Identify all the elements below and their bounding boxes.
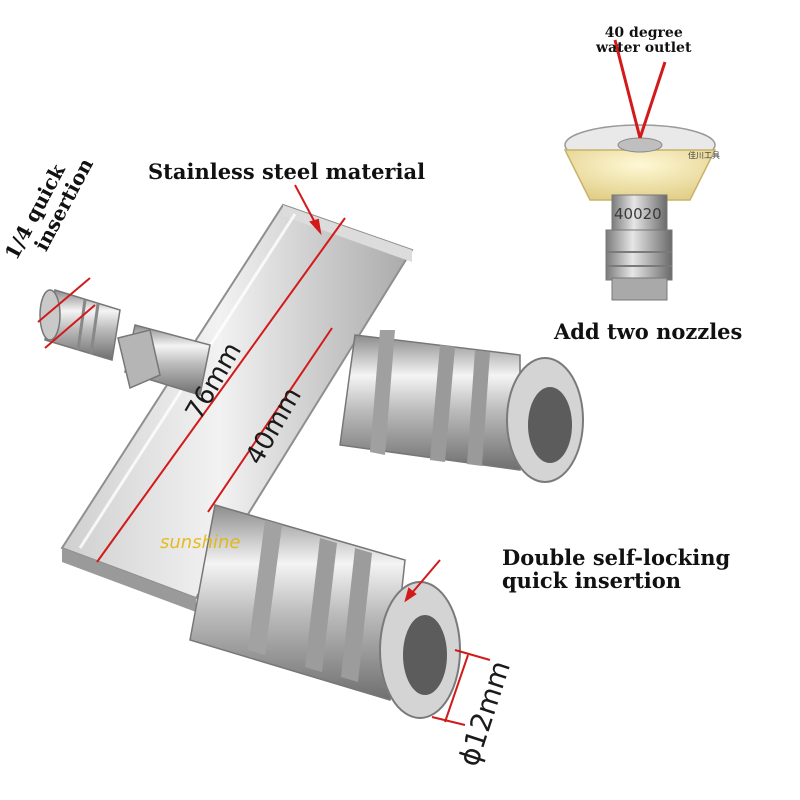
self-locking-label: Double self-locking quick insertion xyxy=(502,546,730,592)
upper-socket-coupler xyxy=(339,330,584,483)
outlet-label-line1: 40 degree xyxy=(604,25,683,41)
nozzle-photo xyxy=(563,124,717,301)
nozzle-code-text: 40020 xyxy=(614,205,662,223)
outlet-label-line2: water outlet xyxy=(596,40,692,57)
material-label: Stainless steel material xyxy=(148,159,426,184)
self-locking-label-line1: Double self-locking xyxy=(502,545,731,570)
lower-socket-coupler xyxy=(189,504,461,719)
self-locking-label-line2: quick insertion xyxy=(502,568,682,594)
quick-insert-plug xyxy=(39,289,211,396)
outlet-label: 40 degree water outlet xyxy=(596,25,692,57)
nozzle-brand-text: 佳川工具 xyxy=(688,151,720,160)
annotation-lines xyxy=(37,39,667,726)
nozzles-label: Add two nozzles xyxy=(554,319,743,344)
watermark-text: sunshine xyxy=(160,532,241,553)
